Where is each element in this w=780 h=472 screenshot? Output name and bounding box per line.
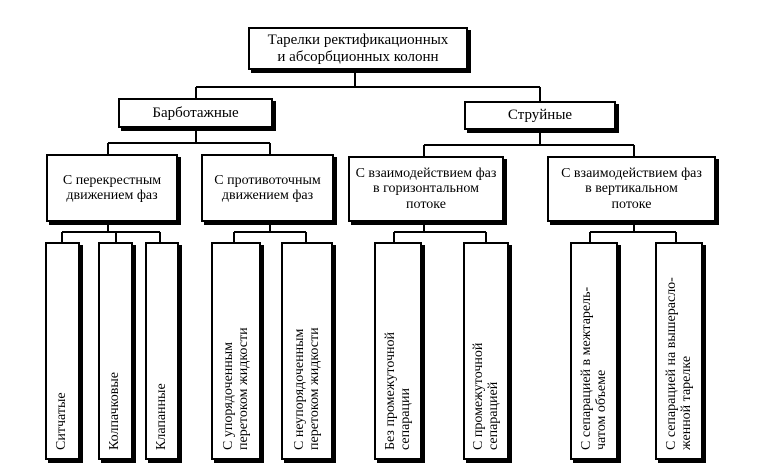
leaf-valve-text: Клапанные [153,383,170,450]
leaf-interplate-separation: С сепарацией в межтарель- чатом объеме [570,242,618,460]
leaf-intermediate-separation-line-2: сепарацией [485,381,501,450]
group-bubbling: Барботажные [118,98,273,128]
leaf-sieve: Ситчатые [45,242,80,460]
group-jet: Струйные [464,101,616,130]
leaf-ordered-overflow-line-1: С упорядоченным [220,341,236,450]
leaf-intermediate-separation: С промежуточной сепарацией [463,242,509,460]
leaf-no-intermediate-separation-line-2: сепарации [397,388,413,450]
subgroup-cross-flow: С перекрестным движением фаз [46,154,178,222]
leaf-interplate-separation-text: С сепарацией в межтарель- чатом объеме [578,286,609,450]
leaf-interplate-separation-line-2: чатом объеме [593,369,609,450]
subgroup-vertical-flow-line-2: в вертикальном [585,181,678,197]
leaf-bubble-cap-line-1: Колпачковые [107,372,122,450]
subgroup-horizontal-flow-line-1: С взаимодействием фаз [355,165,497,181]
leaf-upper-plate-separation-line-2: женной тарелке [678,355,694,450]
leaf-valve: Клапанные [145,242,179,460]
subgroup-horizontal-flow: С взаимодействием фаз в горизонтальном п… [348,156,504,222]
subgroup-counter-flow-line-1: С противоточным [214,172,321,188]
subgroup-horizontal-flow-line-3: потоке [406,196,446,212]
leaf-upper-plate-separation-text: С сепарацией на вышерасло- женной тарелк… [663,277,694,450]
leaf-unordered-overflow-line-1: С неупорядоченным [291,328,307,450]
subgroup-cross-flow-line-1: С перекрестным [62,172,162,188]
leaf-intermediate-separation-line-1: С промежуточной [470,342,486,450]
leaf-sieve-text: Ситчатые [54,392,70,450]
leaf-bubble-cap-text: Колпачковые [107,372,123,450]
subgroup-cross-flow-line-2: движением фаз [66,188,158,203]
leaf-ordered-overflow-text: С упорядоченным перетоком жидкости [220,327,251,450]
leaf-sieve-line-1: Ситчатые [54,392,69,450]
leaf-unordered-overflow: С неупорядоченным перетоком жидкости [281,242,333,460]
group-jet-label: Струйные [507,107,573,124]
leaf-ordered-overflow: С упорядоченным перетоком жидкости [211,242,261,460]
leaf-interplate-separation-line-1: С сепарацией в межтарель- [578,286,594,450]
leaf-unordered-overflow-text: С неупорядоченным перетоком жидкости [291,327,322,450]
leaf-no-intermediate-separation: Без промежуточной сепарации [374,242,422,460]
subgroup-horizontal-flow-line-2: в горизонтальном [372,181,479,197]
subgroup-vertical-flow: С взаимодействием фаз в вертикальном пот… [547,156,716,222]
subgroup-counter-flow-line-2: движением фаз [221,188,314,203]
root-node: Тарелки ректификационных и абсорбционных… [248,27,468,70]
leaf-no-intermediate-separation-text: Без промежуточной сепарации [382,331,413,450]
root-line-2: и абсорбционных колонн [277,48,439,65]
leaf-intermediate-separation-text: С промежуточной сепарацией [470,342,501,450]
leaf-unordered-overflow-line-2: перетоком жидкости [306,327,322,450]
group-bubbling-label: Барботажные [152,104,239,121]
leaf-ordered-overflow-line-2: перетоком жидкости [235,327,251,450]
subgroup-counter-flow: С противоточным движением фаз [201,154,334,222]
leaf-upper-plate-separation: С сепарацией на вышерасло- женной тарелк… [655,242,703,460]
root-line-1: Тарелки ректификационных [267,32,449,48]
subgroup-vertical-flow-line-1: С взаимодействием фаз [561,165,702,181]
leaf-no-intermediate-separation-line-1: Без промежуточной [382,331,398,450]
leaf-upper-plate-separation-line-1: С сепарацией на вышерасло- [663,277,679,450]
leaf-bubble-cap: Колпачковые [98,242,133,460]
leaf-valve-line-1: Клапанные [153,383,169,450]
subgroup-vertical-flow-line-3: потоке [611,196,652,212]
